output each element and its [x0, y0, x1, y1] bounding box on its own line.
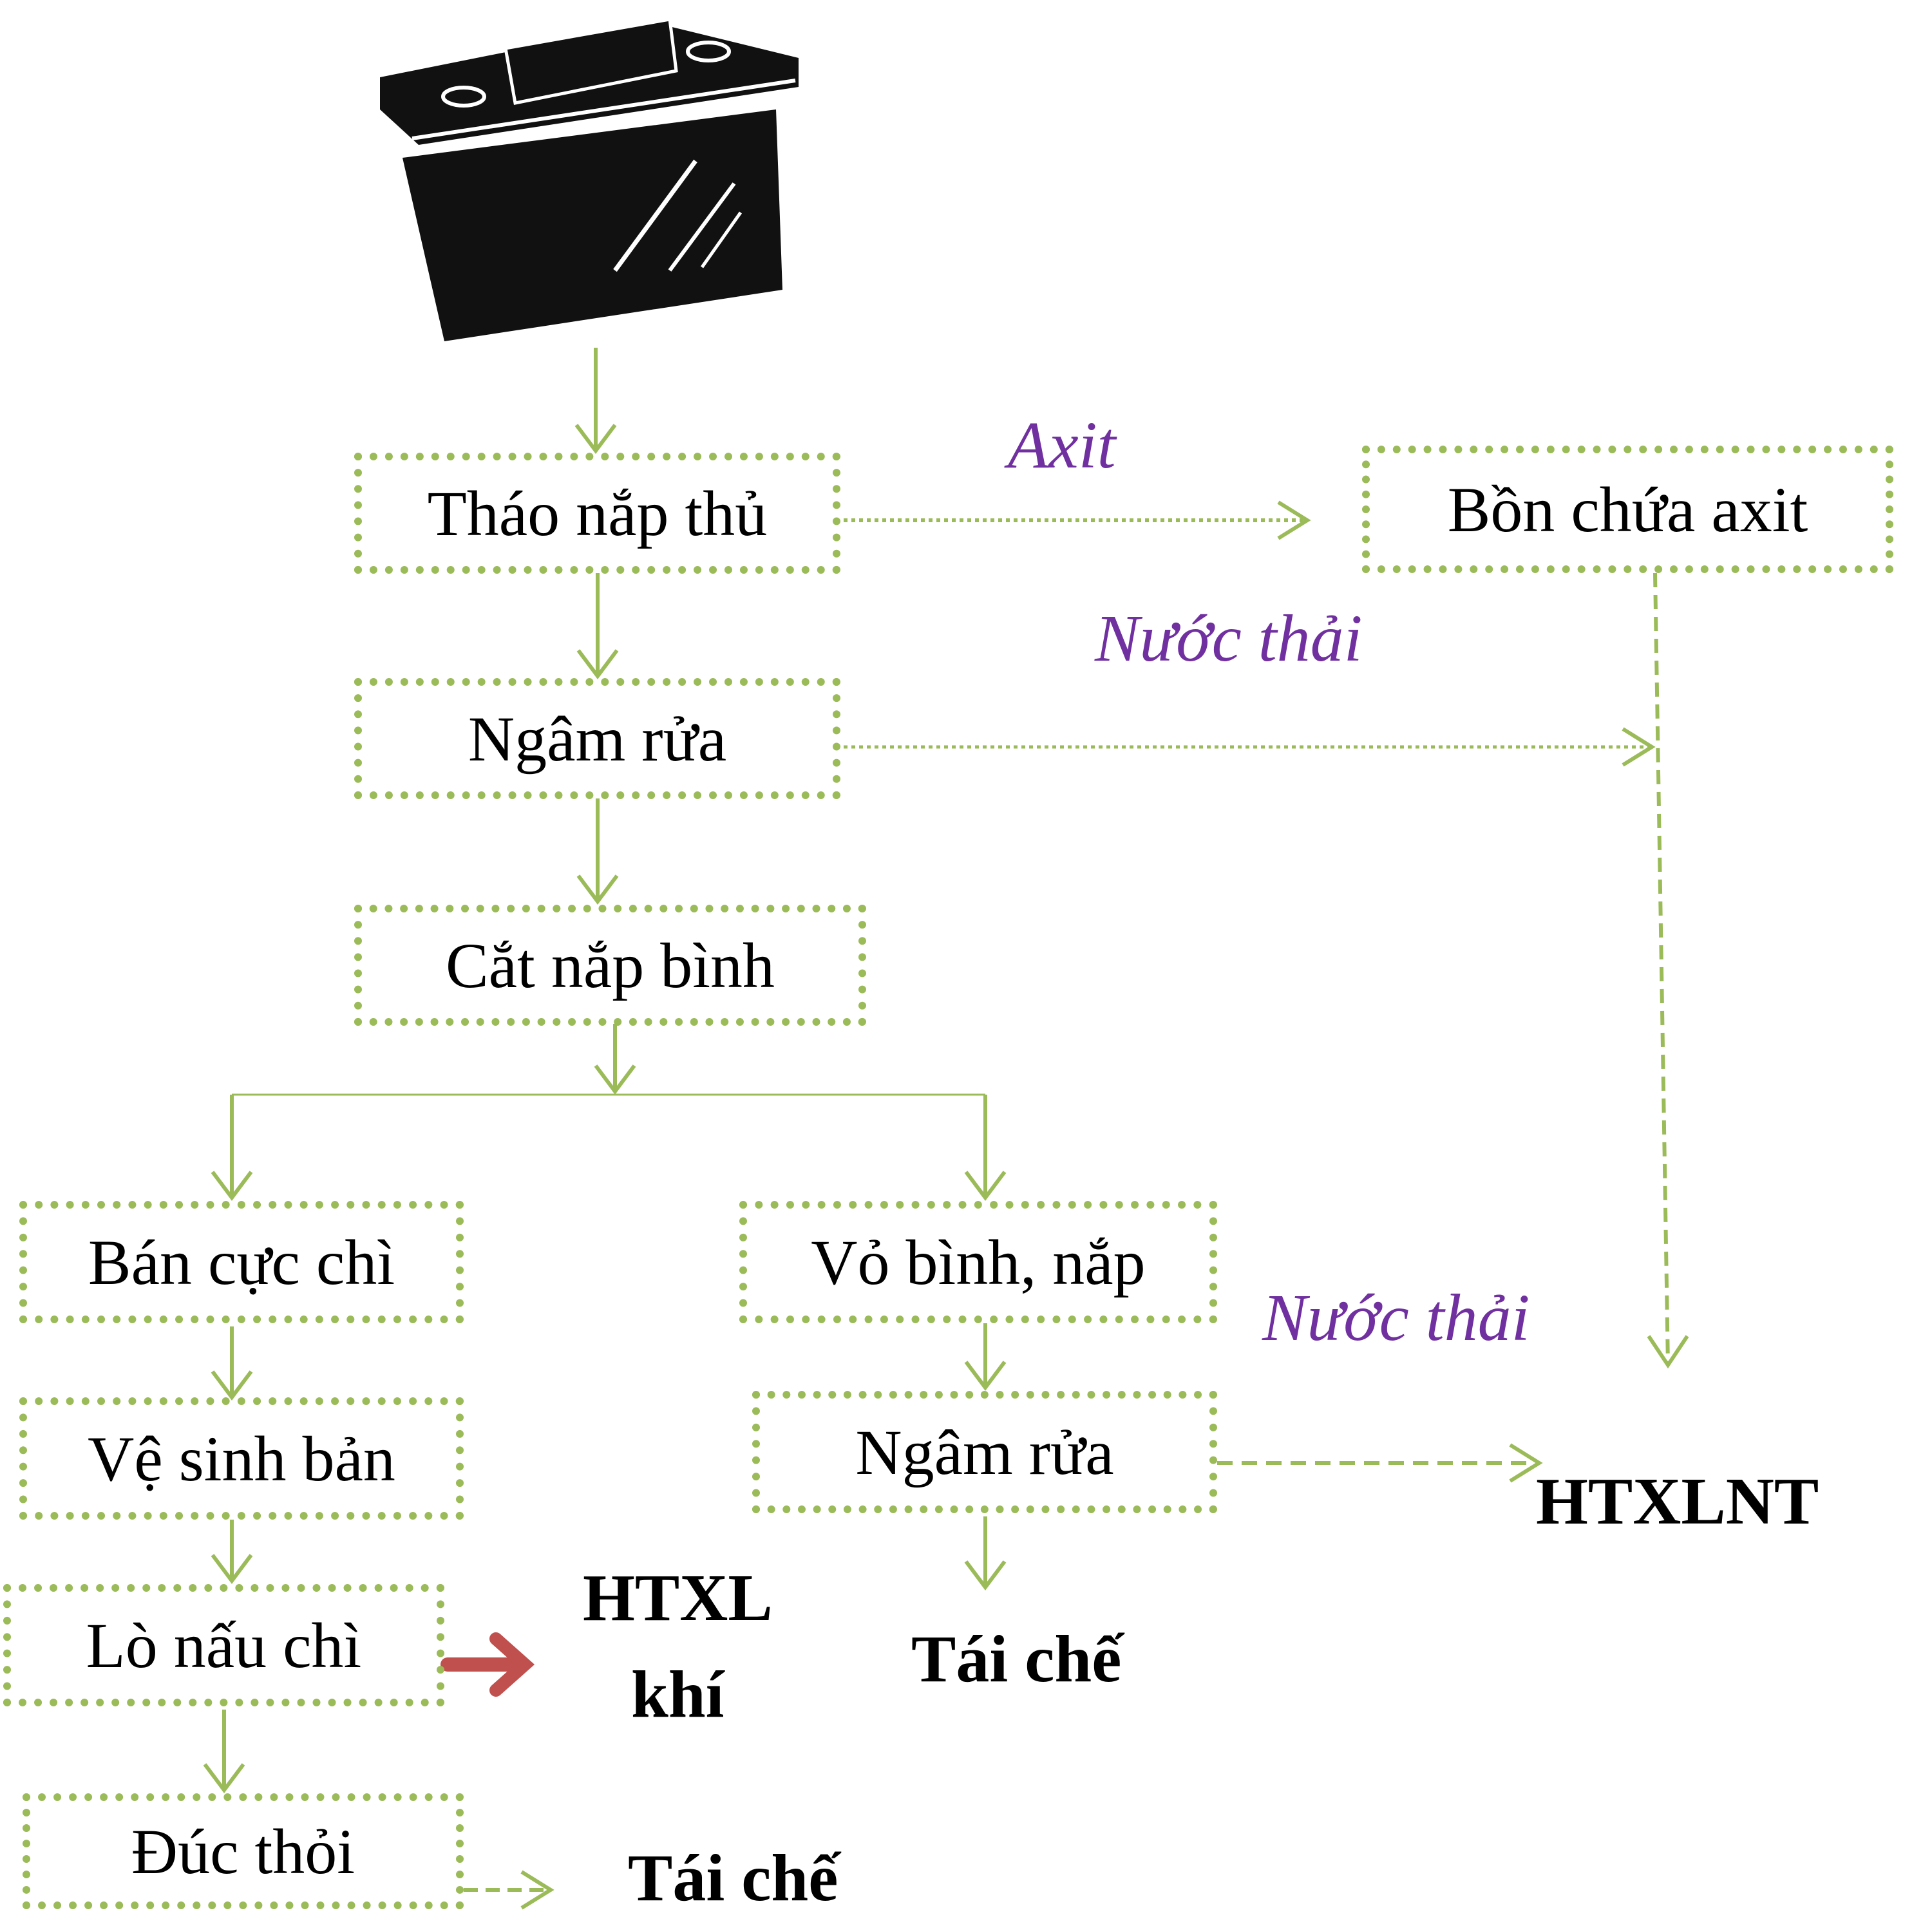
output-recycle-2: Tái chế	[628, 1841, 838, 1915]
box-ingot: Đúc thỏi	[23, 1793, 464, 1909]
battery-icon	[380, 17, 799, 341]
arrowhead	[964, 1560, 1007, 1590]
box-lead-plates: Bán cực chì	[19, 1201, 464, 1323]
box-acid-tank: Bồn chứa axit	[1362, 446, 1893, 573]
label-wastewater-1: Nước thải	[1095, 601, 1363, 675]
arrow-tank-to-wwtp	[1653, 572, 1670, 1366]
arrowhead	[576, 874, 619, 905]
output-recycle-1: Tái chế	[911, 1622, 1122, 1696]
box-clean-plates: Vệ sinh bản	[19, 1397, 464, 1520]
arrowhead	[211, 1554, 253, 1584]
box-cut-cap: Cắt nắp bình	[354, 905, 866, 1026]
arrowhead	[1509, 1443, 1543, 1483]
output-gas-treatment-2: khí	[631, 1657, 724, 1731]
arrowhead	[211, 1171, 253, 1201]
box-soak-2: Ngâm rửa	[752, 1391, 1217, 1513]
arrowhead	[594, 1064, 636, 1095]
output-gas-treatment-1: HTXL	[583, 1561, 773, 1635]
box-soak-1: Ngâm rửa	[354, 678, 840, 799]
box-remove-cap: Tháo nắp thủ	[354, 453, 840, 574]
arrowhead	[574, 424, 617, 454]
arrowhead	[964, 1361, 1007, 1391]
arrowhead	[964, 1171, 1007, 1201]
arrowhead	[576, 649, 619, 679]
box-smelter: Lò nấu chì	[3, 1584, 444, 1706]
arrowhead	[1647, 1335, 1689, 1369]
output-wwtp: HTXLNT	[1536, 1464, 1819, 1538]
arrowhead	[1277, 500, 1311, 540]
arrowhead	[203, 1763, 245, 1793]
label-wastewater-2: Nước thải	[1262, 1281, 1530, 1355]
label-acid: Axit	[1008, 408, 1116, 482]
box-shell-cap: Vỏ bình, nắp	[739, 1201, 1217, 1323]
arrow-smelter-to-gas-treatment	[440, 1632, 535, 1697]
arrowhead	[1622, 727, 1656, 767]
arrowhead	[520, 1870, 554, 1910]
